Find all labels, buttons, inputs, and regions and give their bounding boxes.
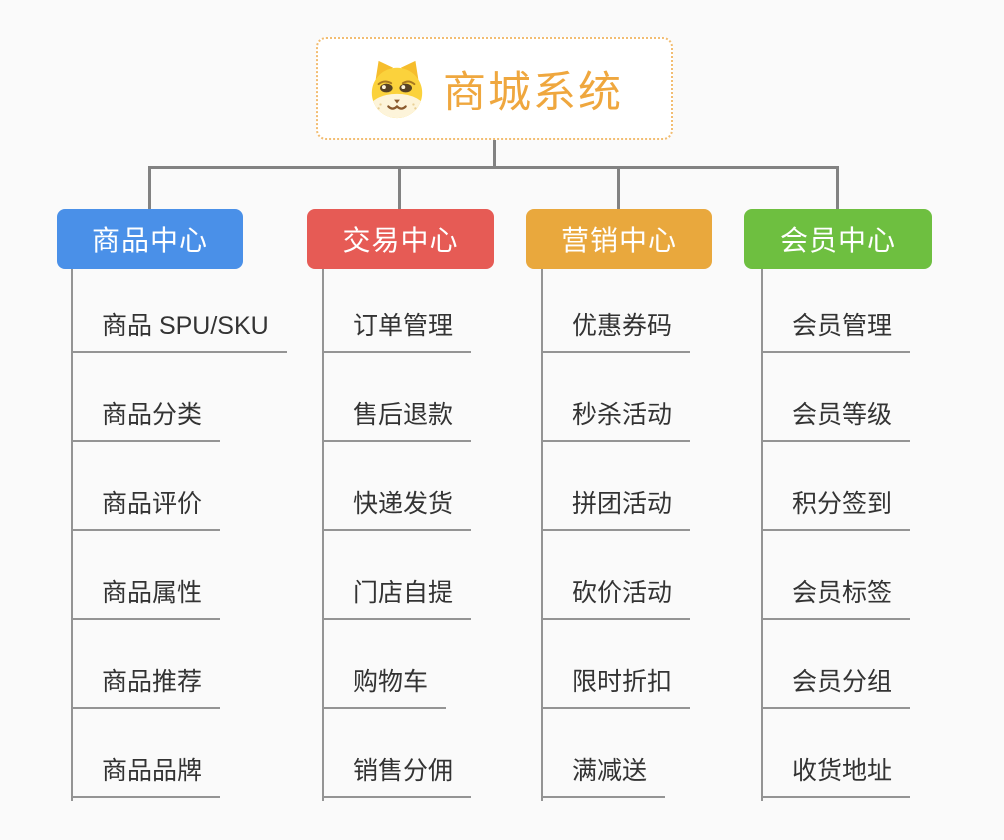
branch-drop-line xyxy=(148,169,151,209)
leaf-node[interactable]: 商品属性 xyxy=(71,575,221,620)
leaf-node[interactable]: 拼团活动 xyxy=(541,486,691,531)
column-trunk-line xyxy=(541,269,543,801)
leaf-node[interactable]: 销售分佣 xyxy=(322,753,472,798)
branch-node-marketing-center[interactable]: 营销中心 xyxy=(526,209,712,269)
leaf-node[interactable]: 限时折扣 xyxy=(541,664,691,709)
leaf-node[interactable]: 会员标签 xyxy=(761,575,911,620)
leaf-node[interactable]: 购物车 xyxy=(322,664,447,709)
branch-h-line xyxy=(148,166,839,169)
leaf-node[interactable]: 商品 SPU/SKU xyxy=(71,308,287,353)
branch-node-member-center[interactable]: 会员中心 xyxy=(744,209,932,269)
branch-drop-line xyxy=(617,169,620,209)
dog-icon xyxy=(371,60,423,118)
leaf-node[interactable]: 会员等级 xyxy=(761,397,911,442)
leaf-node[interactable]: 砍价活动 xyxy=(541,575,691,620)
leaf-node[interactable]: 收货地址 xyxy=(761,753,911,798)
branch-node-product-center[interactable]: 商品中心 xyxy=(57,209,243,269)
leaf-node[interactable]: 商品评价 xyxy=(71,486,221,531)
root-node[interactable]: 商城系统 xyxy=(316,37,673,140)
branch-label: 交易中心 xyxy=(342,225,459,256)
leaf-node[interactable]: 订单管理 xyxy=(322,308,472,353)
column-trunk-line xyxy=(761,269,763,801)
leaf-node[interactable]: 积分签到 xyxy=(761,486,911,531)
leaf-node[interactable]: 商品分类 xyxy=(71,397,221,442)
leaf-node[interactable]: 会员管理 xyxy=(761,308,911,353)
leaf-node[interactable]: 快递发货 xyxy=(322,486,472,531)
column-trunk-line xyxy=(71,269,73,801)
leaf-node[interactable]: 优惠券码 xyxy=(541,308,691,353)
branch-label: 商品中心 xyxy=(91,225,208,256)
branch-node-trade-center[interactable]: 交易中心 xyxy=(307,209,494,269)
branch-drop-line xyxy=(836,169,839,209)
leaf-node[interactable]: 秒杀活动 xyxy=(541,397,691,442)
leaf-node[interactable]: 商品品牌 xyxy=(71,753,221,798)
leaf-node[interactable]: 商品推荐 xyxy=(71,664,221,709)
column-trunk-line xyxy=(322,269,324,801)
leaf-node[interactable]: 门店自提 xyxy=(322,575,472,620)
leaf-node[interactable]: 满减送 xyxy=(541,753,666,798)
branch-label: 会员中心 xyxy=(779,225,896,256)
branch-drop-line xyxy=(398,169,401,209)
root-title: 商城系统 xyxy=(443,68,623,117)
root-stem-line xyxy=(493,140,496,166)
leaf-node[interactable]: 会员分组 xyxy=(761,664,911,709)
branch-label: 营销中心 xyxy=(560,225,677,256)
leaf-node[interactable]: 售后退款 xyxy=(322,397,472,442)
